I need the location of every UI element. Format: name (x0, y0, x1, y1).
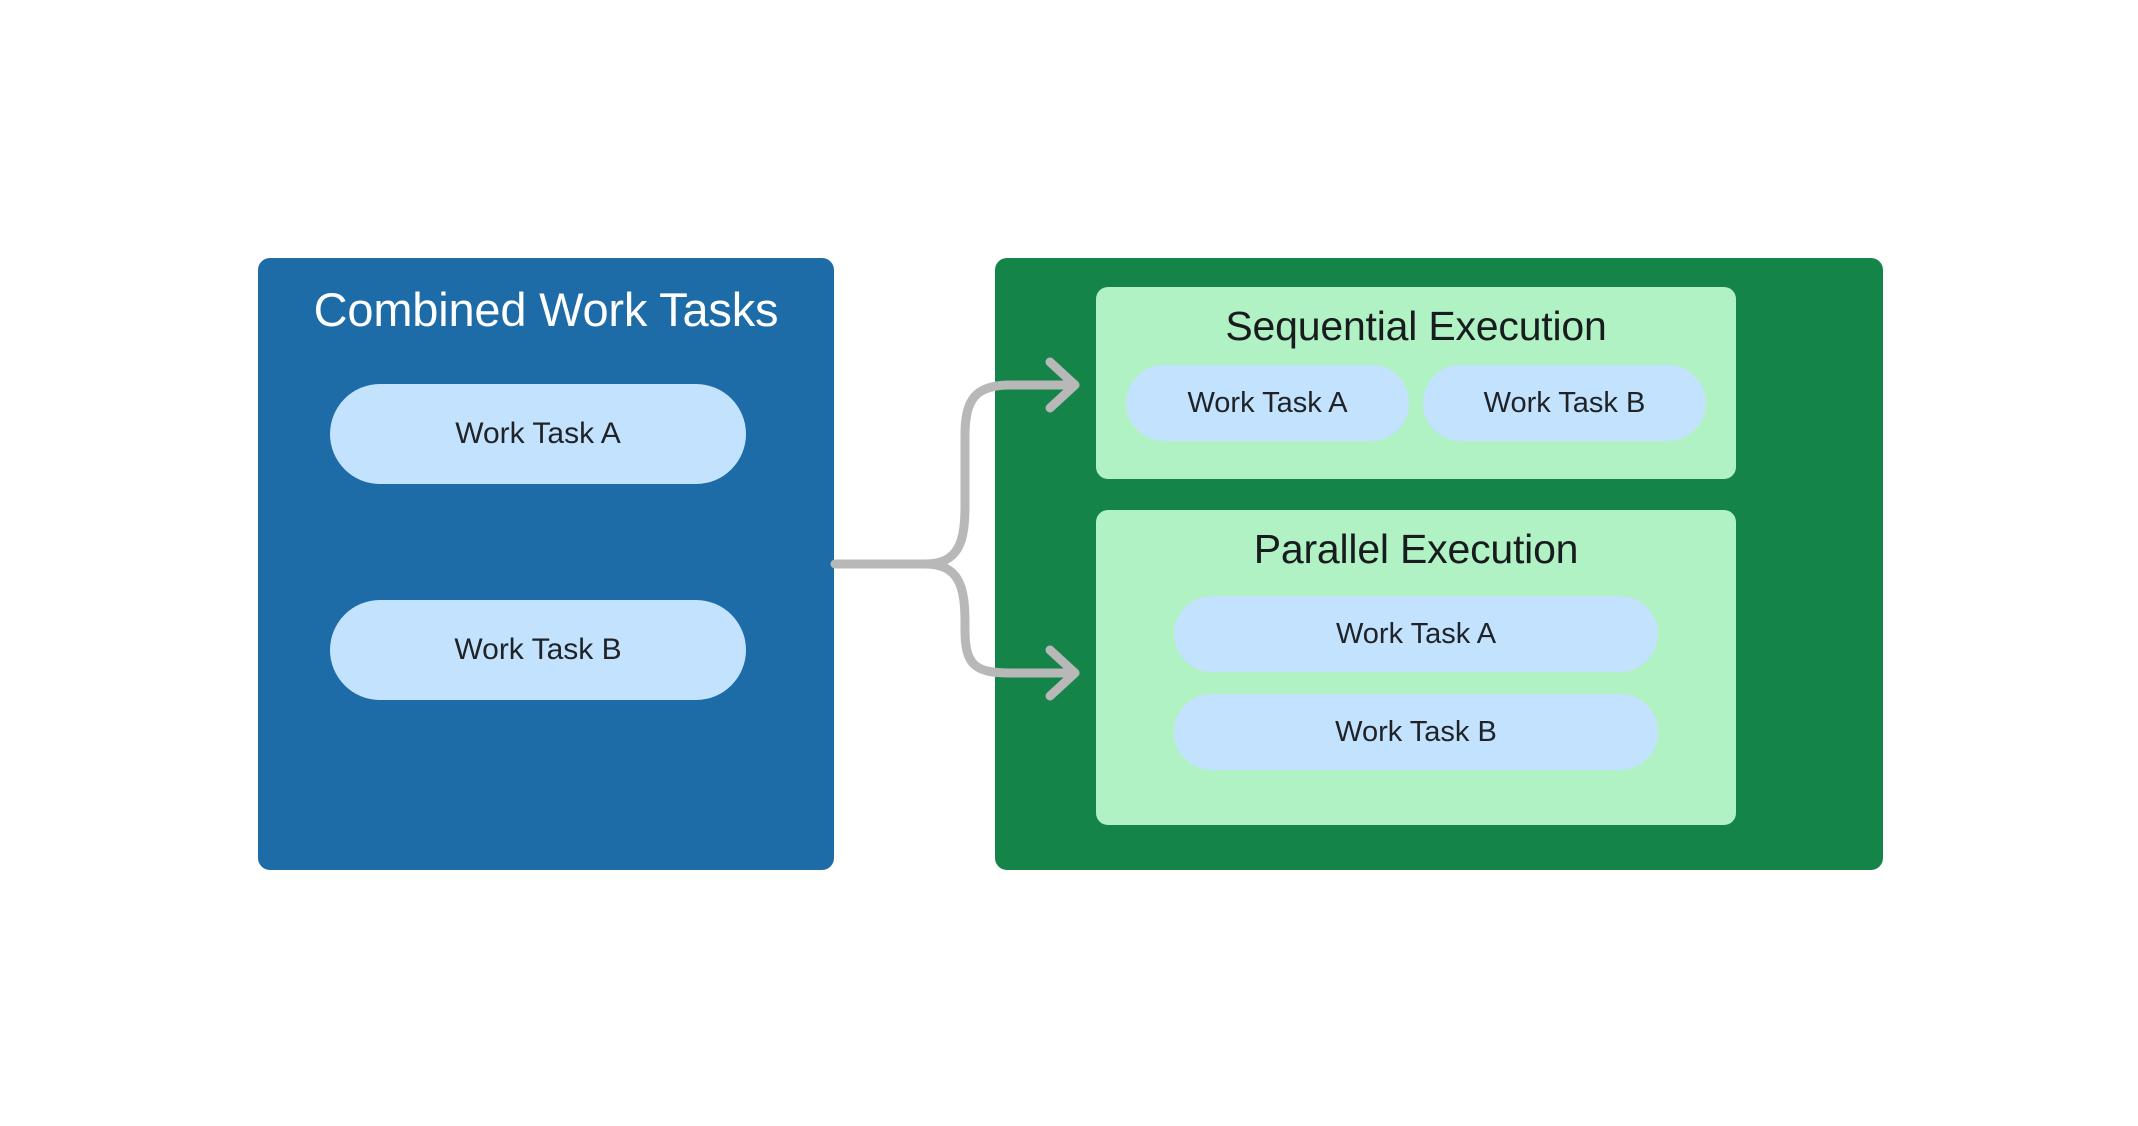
combined-work-tasks-panel[interactable]: Combined Work Tasks Work Task A Work Tas… (258, 258, 834, 870)
parallel-task-b-label: Work Task B (1335, 715, 1497, 748)
parallel-execution-box[interactable]: Parallel Execution Work Task A Work Task… (1096, 510, 1736, 825)
parallel-task-b[interactable]: Work Task B (1174, 694, 1658, 770)
sequential-execution-box[interactable]: Sequential Execution Work Task A Work Ta… (1096, 287, 1736, 479)
parallel-task-a-label: Work Task A (1335, 617, 1497, 650)
parallel-execution-title: Parallel Execution (1253, 526, 1579, 572)
sequential-task-b-label: Work Task B (1483, 386, 1646, 419)
source-task-a[interactable]: Work Task A (330, 384, 746, 484)
sequential-execution-title: Sequential Execution (1225, 303, 1607, 349)
source-task-b-label: Work Task B (454, 633, 622, 666)
source-task-b[interactable]: Work Task B (330, 600, 746, 700)
parallel-task-a[interactable]: Work Task A (1174, 596, 1658, 672)
sequential-task-list: Work Task A Work Task B (1096, 365, 1736, 441)
sequential-task-b[interactable]: Work Task B (1423, 365, 1706, 441)
execution-modes-panel[interactable]: Sequential Execution Work Task A Work Ta… (995, 258, 1883, 870)
sequential-task-a[interactable]: Work Task A (1126, 365, 1409, 441)
parallel-task-list: Work Task A Work Task B (1096, 596, 1736, 770)
combined-work-tasks-title: Combined Work Tasks (313, 283, 779, 336)
sequential-task-a-label: Work Task A (1187, 386, 1348, 419)
source-task-a-label: Work Task A (455, 417, 621, 450)
